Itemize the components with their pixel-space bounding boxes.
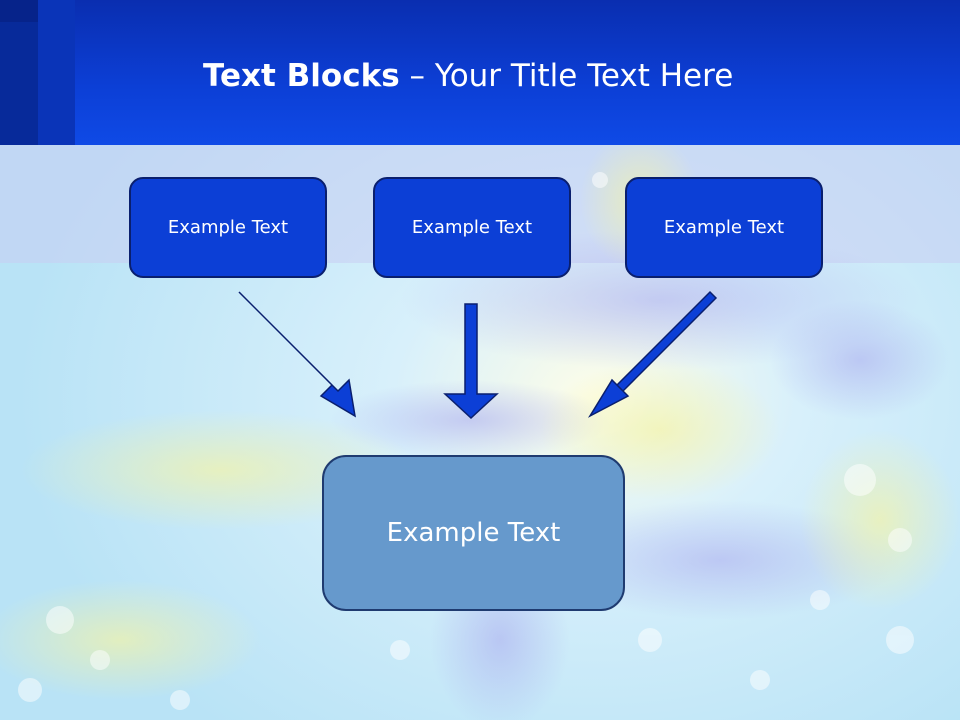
text-block-label: Example Text — [167, 217, 289, 238]
text-block-label: Example Text — [411, 217, 533, 238]
title-rest: Your Title Text Here — [434, 58, 734, 94]
arrow-down-right-icon — [238, 291, 357, 418]
title-bold-part: Text Blocks — [203, 58, 400, 94]
slide-title: Text Blocks – Your Title Text Here — [203, 52, 733, 100]
target-block-label: Example Text — [386, 518, 561, 548]
title-banner — [0, 0, 960, 145]
text-block-target[interactable]: Example Text — [322, 455, 625, 611]
banner-stripe — [0, 0, 38, 145]
title-dash: – — [399, 58, 435, 94]
text-block-right[interactable]: Example Text — [625, 177, 823, 278]
text-block-center[interactable]: Example Text — [373, 177, 571, 278]
text-block-label: Example Text — [663, 217, 785, 238]
banner-corner — [0, 0, 38, 22]
text-block-left[interactable]: Example Text — [129, 177, 327, 278]
arrow-down-left-icon — [587, 290, 718, 418]
arrow-down-icon — [443, 303, 499, 420]
banner-stripe — [38, 0, 75, 145]
